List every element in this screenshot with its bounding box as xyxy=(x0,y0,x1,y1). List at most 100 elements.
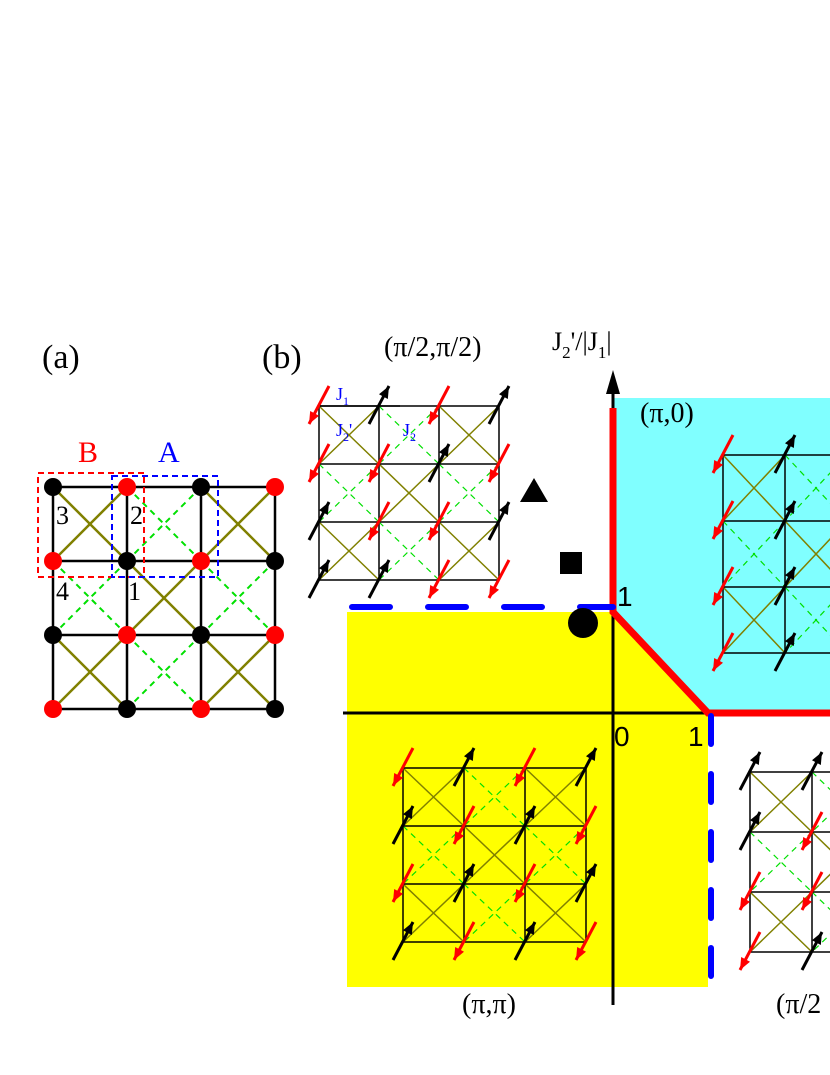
j2-prime-bond xyxy=(463,767,526,827)
arrow-up-head-icon xyxy=(524,806,535,819)
phase-label-pi-pi: (π,π) xyxy=(462,989,516,1020)
arrow-down-head-icon xyxy=(576,831,587,844)
cell-a-label: A xyxy=(158,436,180,469)
black-site xyxy=(44,478,62,496)
j2-bond xyxy=(402,883,465,943)
arrow-up-head-icon xyxy=(811,752,822,765)
arrow-up-head-icon xyxy=(378,386,389,399)
region-pi-0 xyxy=(613,398,830,713)
j2-bond xyxy=(52,486,128,562)
j2-bond xyxy=(378,463,440,523)
j2-bond xyxy=(722,454,786,522)
red-site xyxy=(44,700,62,718)
j2-bond xyxy=(524,883,587,943)
spin-lattice-pi2-partial xyxy=(738,751,830,971)
arrow-up-head-icon xyxy=(749,812,760,825)
black-site xyxy=(266,552,284,570)
arrow-up-head-icon xyxy=(378,560,389,573)
arrow-down-head-icon xyxy=(802,837,813,850)
j2-prime-bond xyxy=(378,521,440,581)
arrow-down-head-icon xyxy=(489,585,500,598)
j2-prime-bond xyxy=(318,463,380,523)
phase-label-pi2-partial: (π/2 xyxy=(776,989,821,1020)
arrow-down-head-icon xyxy=(802,897,813,910)
arrow-down-head-icon xyxy=(454,947,465,960)
j2-bond xyxy=(811,831,830,851)
arrow-up-head-icon xyxy=(498,502,509,515)
phase-boundary-solid xyxy=(609,408,830,717)
j2-bond xyxy=(524,767,587,827)
triangle-marker xyxy=(520,478,548,502)
j2-bond xyxy=(318,521,380,581)
arrow-up-head-icon xyxy=(784,501,795,514)
panel-a-lattice xyxy=(44,478,284,718)
arrow-up-head-icon xyxy=(463,864,474,877)
arrow-down-head-icon xyxy=(515,773,526,786)
arrow-up-head-icon xyxy=(402,922,413,935)
j2-prime-bond xyxy=(438,463,500,523)
arrow-down-head-icon xyxy=(489,469,500,482)
red-site xyxy=(118,626,136,644)
j2-bond xyxy=(749,771,813,833)
spin-lattice-pi2-pi2 xyxy=(307,385,511,599)
j2-bond xyxy=(749,891,813,953)
j2-prime-bond xyxy=(749,831,813,893)
j2-bond xyxy=(52,634,128,710)
y-axis-arrow-icon xyxy=(606,370,620,394)
j2-prime-bond xyxy=(811,771,830,791)
arrow-up-head-icon xyxy=(463,748,474,761)
black-site xyxy=(192,478,210,496)
arrow-down-head-icon xyxy=(713,592,724,605)
black-site xyxy=(192,626,210,644)
arrow-down-head-icon xyxy=(454,831,465,844)
j2-label: J2 xyxy=(403,420,416,444)
j2-prime-bond xyxy=(402,825,465,885)
arrow-down-head-icon xyxy=(429,411,440,424)
j2-bond xyxy=(126,560,202,636)
arrow-up-head-icon xyxy=(811,932,822,945)
arrow-up-head-icon xyxy=(498,386,509,399)
cell-b-box xyxy=(37,472,145,578)
black-site xyxy=(118,552,136,570)
arrow-up-head-icon xyxy=(784,435,795,448)
red-site xyxy=(192,552,210,570)
arrow-down-head-icon xyxy=(393,773,404,786)
j1-label: J1 xyxy=(336,384,349,408)
j2-bond xyxy=(811,873,830,893)
black-site xyxy=(44,626,62,644)
red-site xyxy=(192,700,210,718)
j2-prime-bond xyxy=(811,813,830,833)
j2-bond xyxy=(200,634,276,710)
site-label-4: 4 xyxy=(56,577,69,606)
site-label-3: 3 xyxy=(56,501,69,530)
arrow-up-head-icon xyxy=(749,752,760,765)
j2-prime-bond xyxy=(811,891,830,911)
panel-a-label: (a) xyxy=(42,339,80,376)
red-site xyxy=(266,626,284,644)
j2-prime-bond xyxy=(722,520,786,588)
arrow-up-head-icon xyxy=(318,502,329,515)
j2-prime-bond xyxy=(318,463,380,523)
black-site xyxy=(266,700,284,718)
tick-origin: 0 xyxy=(614,721,630,752)
j2-prime-bond xyxy=(378,405,440,465)
black-site xyxy=(118,700,136,718)
arrow-down-head-icon xyxy=(393,889,404,902)
arrow-down-head-icon xyxy=(713,460,724,473)
arrow-down-head-icon xyxy=(429,585,440,598)
j2-bond xyxy=(463,825,526,885)
j2-prime-bond xyxy=(438,463,500,523)
j2-prime-bond xyxy=(524,825,587,885)
j2-prime-bond xyxy=(378,405,440,465)
arrow-up-head-icon xyxy=(784,633,795,646)
arrow-down-head-icon xyxy=(740,957,751,970)
phase-label-pi-0: (π,0) xyxy=(640,398,694,429)
j2-prime-bond xyxy=(811,933,830,953)
j2-prime-bond xyxy=(749,831,813,893)
j2-prime-bond xyxy=(463,767,526,827)
panel-b-label: (b) xyxy=(262,339,302,376)
arrow-down-head-icon xyxy=(713,526,724,539)
j2-prime-bond xyxy=(463,883,526,943)
arrow-down-head-icon xyxy=(309,469,320,482)
